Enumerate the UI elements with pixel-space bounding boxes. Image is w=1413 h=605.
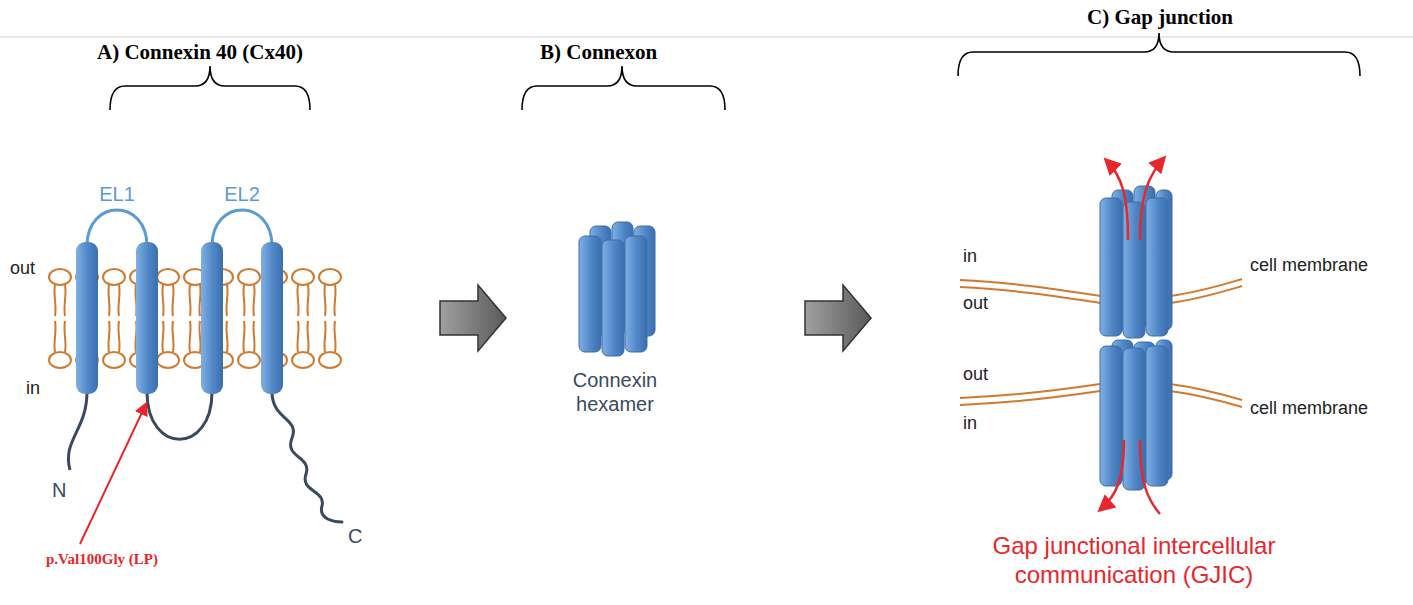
lipid xyxy=(103,269,125,368)
loop-label: EL1 xyxy=(99,182,135,206)
top-rule xyxy=(0,37,1413,38)
membrane-label: cell membrane xyxy=(1250,255,1368,277)
side-label: in xyxy=(963,246,977,268)
transmembrane-helix xyxy=(201,242,223,394)
extracellular-loop xyxy=(212,210,272,246)
side-label: out xyxy=(963,364,988,386)
n-terminus xyxy=(68,392,87,470)
flow-arrow xyxy=(1100,158,1164,514)
side-label: in xyxy=(963,413,977,435)
connexon xyxy=(1100,186,1172,338)
side-label: in xyxy=(26,378,40,400)
transmembrane-helix xyxy=(76,242,98,394)
panel-title: B) Connexon xyxy=(540,40,657,65)
membrane-label: cell membrane xyxy=(1250,398,1368,420)
variant-pointer xyxy=(80,404,146,544)
loop-label: EL2 xyxy=(224,182,260,206)
brace xyxy=(522,66,725,110)
cytoplasmic-loop xyxy=(147,392,212,439)
terminus-label: N xyxy=(52,478,66,502)
lipid xyxy=(319,269,341,368)
lipid xyxy=(292,269,314,368)
transmembrane-helix xyxy=(261,242,283,394)
side-label: out xyxy=(10,258,35,280)
transmembrane-helix xyxy=(136,242,158,394)
brace xyxy=(110,66,310,110)
connexon xyxy=(1100,340,1172,490)
step-arrow xyxy=(805,285,871,351)
lipid xyxy=(157,269,179,368)
terminus-label: C xyxy=(348,524,362,548)
connexin-hexamer xyxy=(579,222,655,356)
lipid xyxy=(238,269,260,368)
step-arrow xyxy=(440,285,506,351)
panel-title: C) Gap junction xyxy=(1087,5,1233,30)
panel-title: A) Connexin 40 (Cx40) xyxy=(97,40,303,65)
c-terminus xyxy=(272,392,342,522)
extracellular-loop xyxy=(87,210,147,246)
gjic-label: Gap junctional intercellular communicati… xyxy=(964,532,1304,590)
hexamer-label: Connexin hexamer xyxy=(555,368,675,416)
side-label: out xyxy=(963,293,988,315)
variant-label: p.Val100Gly (LP) xyxy=(46,550,158,568)
lipid xyxy=(49,269,71,368)
brace xyxy=(958,33,1360,76)
